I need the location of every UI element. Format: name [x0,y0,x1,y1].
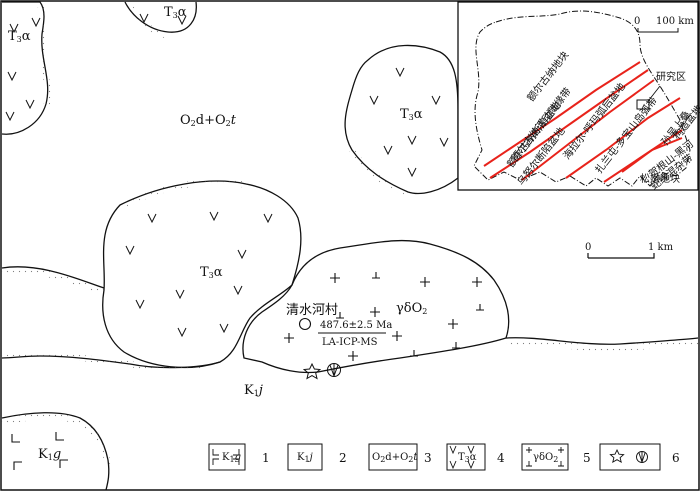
legend-5-label: γδO2 [533,452,558,464]
t3a-topleft-boundary [1,1,49,135]
t3a-v-pattern [5,13,449,338]
legend: K1g 1 K1j 2 O2d+O2t 3 T3α 4 γδO2 5 6 [208,443,680,471]
unit-t3a-main: T3α [200,265,223,280]
inset-label-10: 松嫩地块 [640,172,680,185]
legend-fossil-icon [636,451,648,463]
legend-2-num: 2 [339,451,347,465]
legend-star-icon [609,448,625,464]
unit-k1g: K1g [38,447,61,462]
inset-scale-km: 100 km [656,16,694,27]
legend-1-label: K1g [222,452,241,464]
scale-km: 1 km [648,242,674,253]
legend-4-label: T3α [458,452,477,464]
inset-map: 研究区 0 100 km 额尔古纳地块 额尔古纳活动陆缘带 额尔古纳断陷盆地 海… [457,1,700,192]
inset-research-area: 研究区 [656,70,686,83]
scale-zero: 0 [585,242,591,253]
legend-3-num: 3 [424,451,432,465]
unit-t3a-topleft: T3α [8,29,31,44]
gd-intrusion-boundary [242,239,510,374]
gd-cross-pattern [284,272,484,361]
unit-t3a-topcenter: T3α [164,5,187,20]
unit-t3a-right: T3α [400,107,423,122]
unit-o2d: O2d+O2t [180,113,237,128]
k1j-upper-boundary [1,266,221,369]
legend-3-label: O2d+O2t [372,452,418,464]
inset-scale-zero: 0 [634,16,640,27]
village-label: 清水河村 [286,303,338,318]
k1g-pattern [11,432,68,470]
sample-star-icon [302,362,322,380]
unit-gd: γδO2 [396,301,427,316]
legend-6-num: 6 [672,451,680,465]
main-scale-bar: 0 1 km [585,242,674,259]
sample-age: 487.6±2.5 Ma [320,320,392,331]
legend-5-num: 5 [583,451,591,465]
village-circle-icon [298,317,312,331]
legend-1-num: 1 [262,451,270,465]
fossil-shell-icon [327,363,341,377]
sample-method: LA-ICP-MS [322,337,378,348]
unit-k1j: K1j [244,383,263,398]
legend-2-label: K1j [297,452,313,464]
t3a-main-boundary [102,180,302,369]
k1j-right-boundary [505,337,699,345]
legend-4-num: 4 [497,451,505,465]
